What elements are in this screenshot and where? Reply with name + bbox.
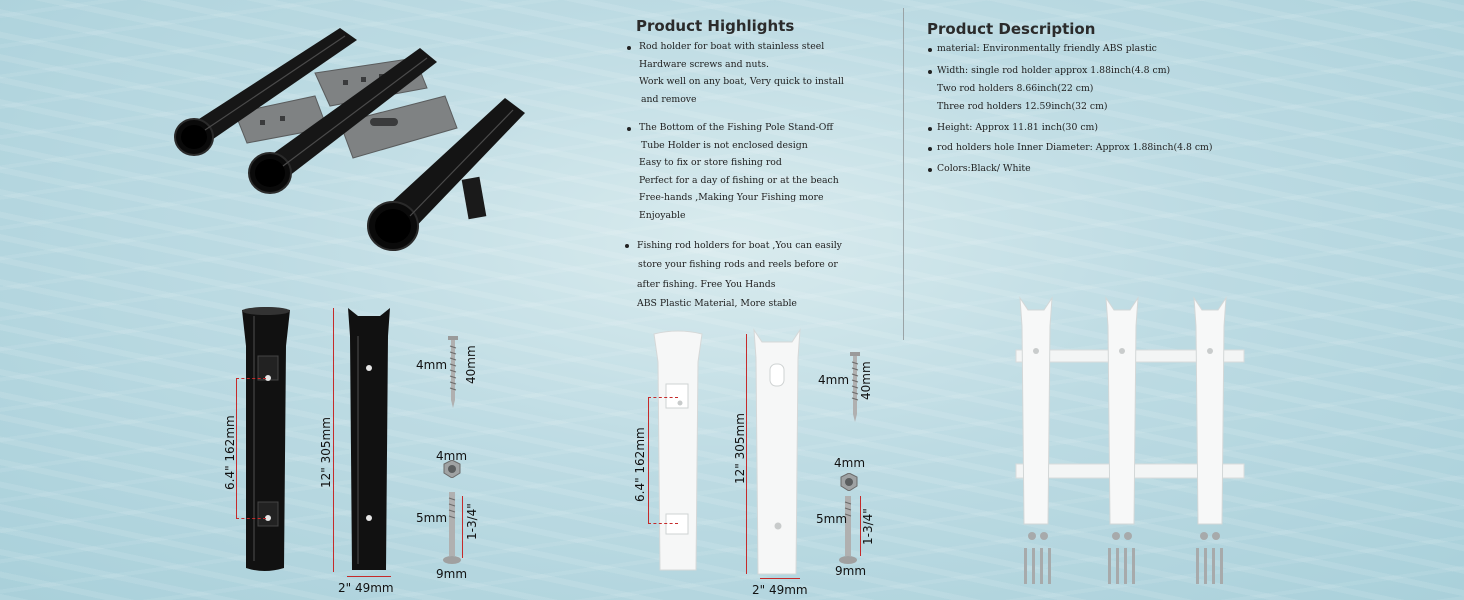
white-height-label: 12" 305mm [733,413,747,484]
white-screw-icon [850,352,860,422]
single-rod-holder-white-side-image [753,328,801,575]
highlights-bullet-2 [627,127,631,131]
white-spacing-line [648,397,649,523]
black-height-label: 12" 305mm [319,417,333,488]
black-screw-diameter-label: 4mm [416,358,448,372]
description-bullet-1 [928,48,932,52]
description-line-1: material: Environmentally friendly ABS p… [937,43,1157,54]
description-line-2: Width: single rod holder approx 1.88inch… [937,65,1171,76]
description-line-6: rod holders hole Inner Diameter: Approx … [937,142,1213,153]
highlights-bullet-1 [627,46,631,50]
black-spacing-tick-top [236,378,266,379]
highlights-line-14: ABS Plastic Material, More stable [637,298,797,309]
description-bullet-3 [928,127,932,131]
white-washer-label: 9mm [835,564,867,578]
white-nut-icon [840,473,858,491]
white-bolt-icon [839,496,857,564]
black-width-line [347,576,391,577]
highlights-line-12: store your fishing rods and reels before… [638,259,838,270]
description-heading: Product Description [927,20,1096,38]
black-width-label: 2" 49mm [338,581,394,595]
highlights-heading: Product Highlights [636,17,795,35]
black-bolt-line [462,496,463,558]
description-line-3: Two rod holders 8.66inch(22 cm) [937,83,1094,94]
black-spacing-tick-bottom [236,518,266,519]
highlights-line-10: Enjoyable [639,210,686,221]
single-rod-holder-white-image [653,330,703,571]
highlights-line-4: and remove [641,94,697,105]
highlights-line-8: Perfect for a day of fishing or at the b… [639,175,839,186]
white-height-line [746,334,747,574]
description-line-7: Colors:Black/ White [937,163,1031,174]
white-width-label: 2" 49mm [752,583,808,597]
white-bolt-diameter-label: 5mm [816,512,848,526]
white-bolt-line [860,496,861,556]
white-nut-label: 4mm [834,456,866,470]
black-spacing-line [236,378,237,518]
black-height-line [333,308,334,572]
white-width-line [760,578,800,579]
description-bullet-5 [928,168,932,172]
description-line-5: Height: Approx 11.81 inch(30 cm) [937,122,1098,133]
highlights-line-1: Rod holder for boat with stainless steel [639,41,825,52]
highlights-line-9: Free-hands ,Making Your Fishing more [639,192,824,203]
description-bullet-4 [928,147,932,151]
three-rod-holder-white-image [1015,296,1245,584]
single-rod-holder-black-side-image [348,308,390,570]
highlights-line-6: Tube Holder is not enclosed design [641,140,808,151]
highlights-bullet-3 [625,244,629,248]
screw-icon [448,336,458,408]
white-spacing-tick-top [648,397,678,398]
white-screw-length-label: 40mm [859,361,873,400]
white-spacing-label: 6.4" 162mm [633,427,647,502]
highlights-line-7: Easy to fix or store fishing rod [639,157,782,168]
black-screw-length-label: 40mm [464,345,478,384]
black-bolt-diameter-label: 5mm [416,511,448,525]
highlights-line-11: Fishing rod holders for boat ,You can ea… [637,240,842,251]
black-bolt-length-label: 1-3/4" [465,503,479,540]
nut-icon [443,460,461,478]
white-spacing-tick-bottom [648,523,678,524]
section-divider [903,8,904,340]
single-rod-holder-black-image [242,307,290,571]
black-spacing-label: 6.4" 162mm [223,415,237,490]
highlights-line-5: The Bottom of the Fishing Pole Stand-Off [639,122,833,133]
highlights-line-3: Work well on any boat, Very quick to ins… [639,76,844,87]
description-bullet-2 [928,70,932,74]
white-bolt-length-label: 1-3/4" [861,508,875,545]
highlights-line-2: Hardware screws and nuts. [639,59,769,70]
bolt-icon [443,492,461,564]
highlights-line-13: after fishing. Free You Hands [637,279,776,290]
white-screw-diameter-label: 4mm [818,373,850,387]
black-washer-label: 9mm [436,567,468,581]
black-nut-label: 4mm [436,449,468,463]
description-line-4: Three rod holders 12.59inch(32 cm) [937,101,1108,112]
three-rod-holder-black-image [174,28,525,251]
